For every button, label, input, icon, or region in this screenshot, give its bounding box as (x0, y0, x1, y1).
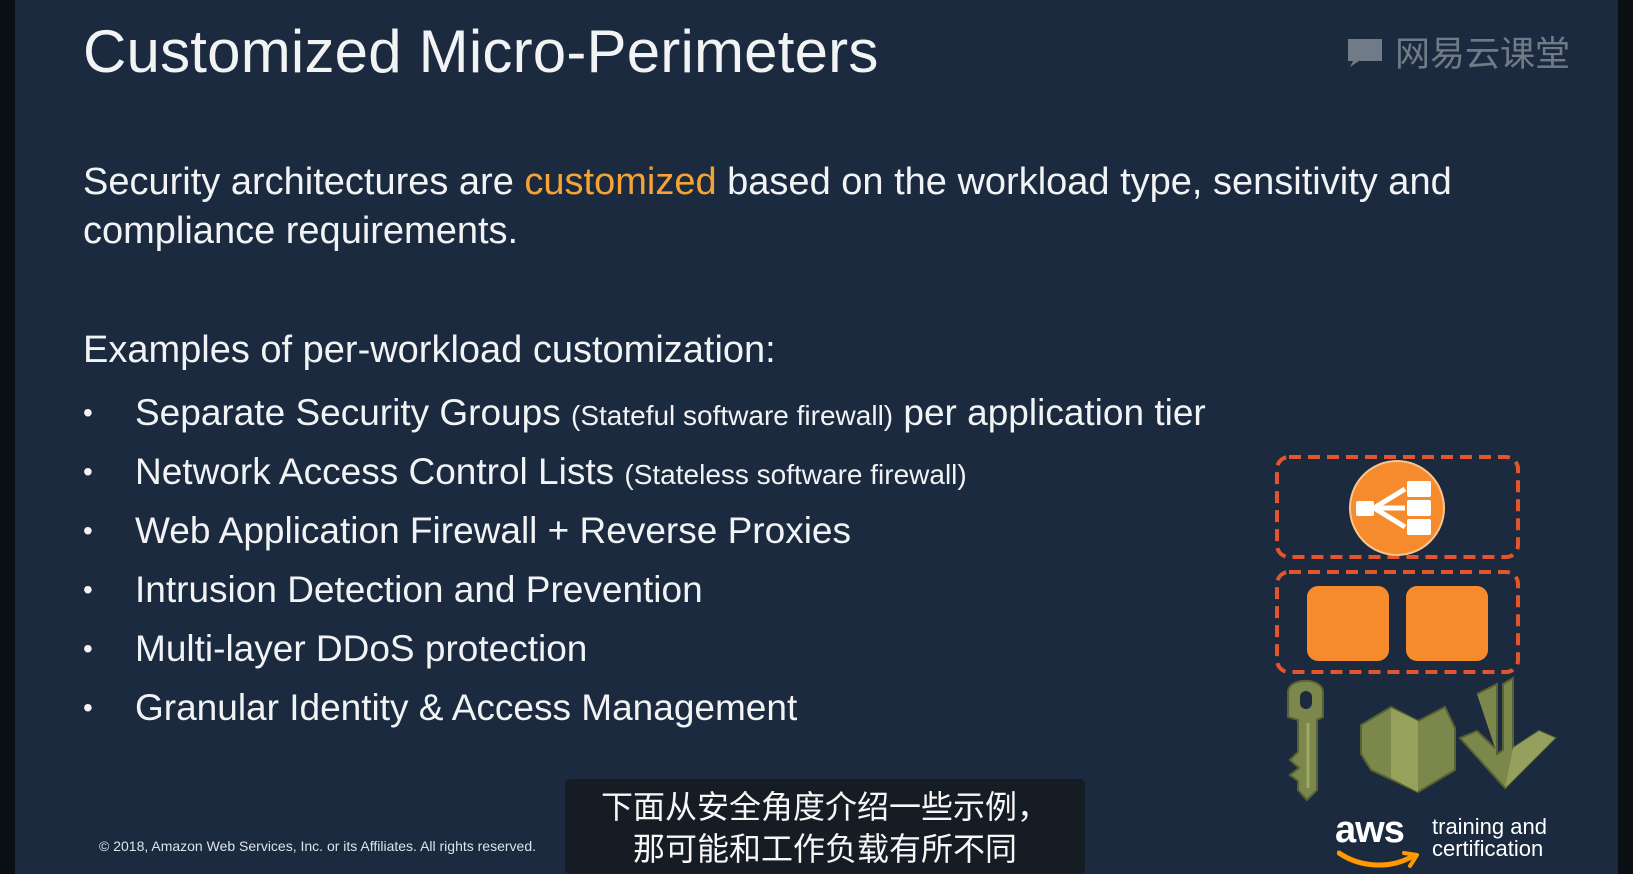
bullet-icon: • (83, 397, 93, 428)
bullet-icon: • (83, 633, 93, 664)
subtitle-line-2: 那可能和工作负载有所不同 (632, 830, 1017, 868)
bullet-icon: • (83, 515, 93, 546)
intro-after: based on the workload type, sensitivity … (83, 161, 1452, 252)
bullet-suffix: per application tier (903, 392, 1206, 433)
list-item: • Multi-layer DDoS protection (83, 619, 1206, 678)
bullet-text: Intrusion Detection and Prevention (135, 569, 703, 610)
intro-highlight: customized (524, 161, 717, 203)
list-item: • Web Application Firewall + Reverse Pro… (83, 501, 1206, 560)
list-item: • Network Access Control Lists (Stateles… (83, 442, 1206, 501)
list-item: • Intrusion Detection and Prevention (83, 560, 1206, 619)
key-icon (1287, 679, 1324, 802)
chat-bubble-logo-icon (1348, 38, 1382, 67)
bullet-icon: • (83, 574, 93, 605)
bullet-text: Network Access Control Lists (135, 451, 615, 492)
shield-security-icon (1360, 705, 1456, 794)
aws-smile-icon (1337, 850, 1419, 868)
bullet-note: (Stateless software firewall) (624, 459, 967, 490)
instance-squares-icon (1307, 586, 1488, 661)
bullet-text: Separate Security Groups (135, 392, 561, 433)
bullet-icon: • (83, 692, 93, 723)
training-certification-text: training and certification (1432, 816, 1547, 860)
examples-heading: Examples of per-workload customization: (83, 329, 776, 371)
instance-perimeter (1275, 570, 1520, 674)
intro-text: Security architectures are customized ba… (83, 158, 1543, 256)
bullet-text: Web Application Firewall + Reverse Proxi… (135, 510, 851, 551)
copyright-text: © 2018, Amazon Web Services, Inc. or its… (99, 838, 536, 854)
slide-title: Customized Micro-Perimeters (83, 18, 879, 85)
security-diagram (1275, 455, 1557, 802)
subtitle-line-1: 下面从安全角度介绍一些示例， (600, 788, 1049, 826)
presentation-slide: Customized Micro-Perimeters 网易云课堂 Securi… (15, 0, 1618, 874)
bullet-text: Multi-layer DDoS protection (135, 628, 588, 669)
bullet-note: (Stateful software firewall) (571, 400, 894, 431)
load-balancer-perimeter (1275, 455, 1520, 559)
example-list: • Separate Security Groups (Stateful sof… (83, 383, 1206, 737)
bullet-text: Granular Identity & Access Management (135, 687, 798, 728)
list-item: • Granular Identity & Access Management (83, 678, 1206, 737)
subtitle-overlay: 下面从安全角度介绍一些示例， 那可能和工作负载有所不同 (565, 779, 1085, 874)
intro-before: Security architectures are (83, 161, 525, 203)
watermark-text: 网易云课堂 (1395, 35, 1571, 75)
aws-wordmark: aws (1335, 809, 1405, 851)
load-balancer-icon (1349, 460, 1445, 556)
training-line-2: certification (1432, 836, 1544, 861)
watermark: 网易云课堂 (1345, 26, 1570, 77)
aws-logo: aws training and certification (1335, 809, 1550, 870)
bullet-icon: • (83, 456, 93, 487)
training-line-1: training and (1432, 814, 1547, 839)
download-arrow-icon (1458, 676, 1557, 790)
list-item: • Separate Security Groups (Stateful sof… (83, 383, 1206, 442)
